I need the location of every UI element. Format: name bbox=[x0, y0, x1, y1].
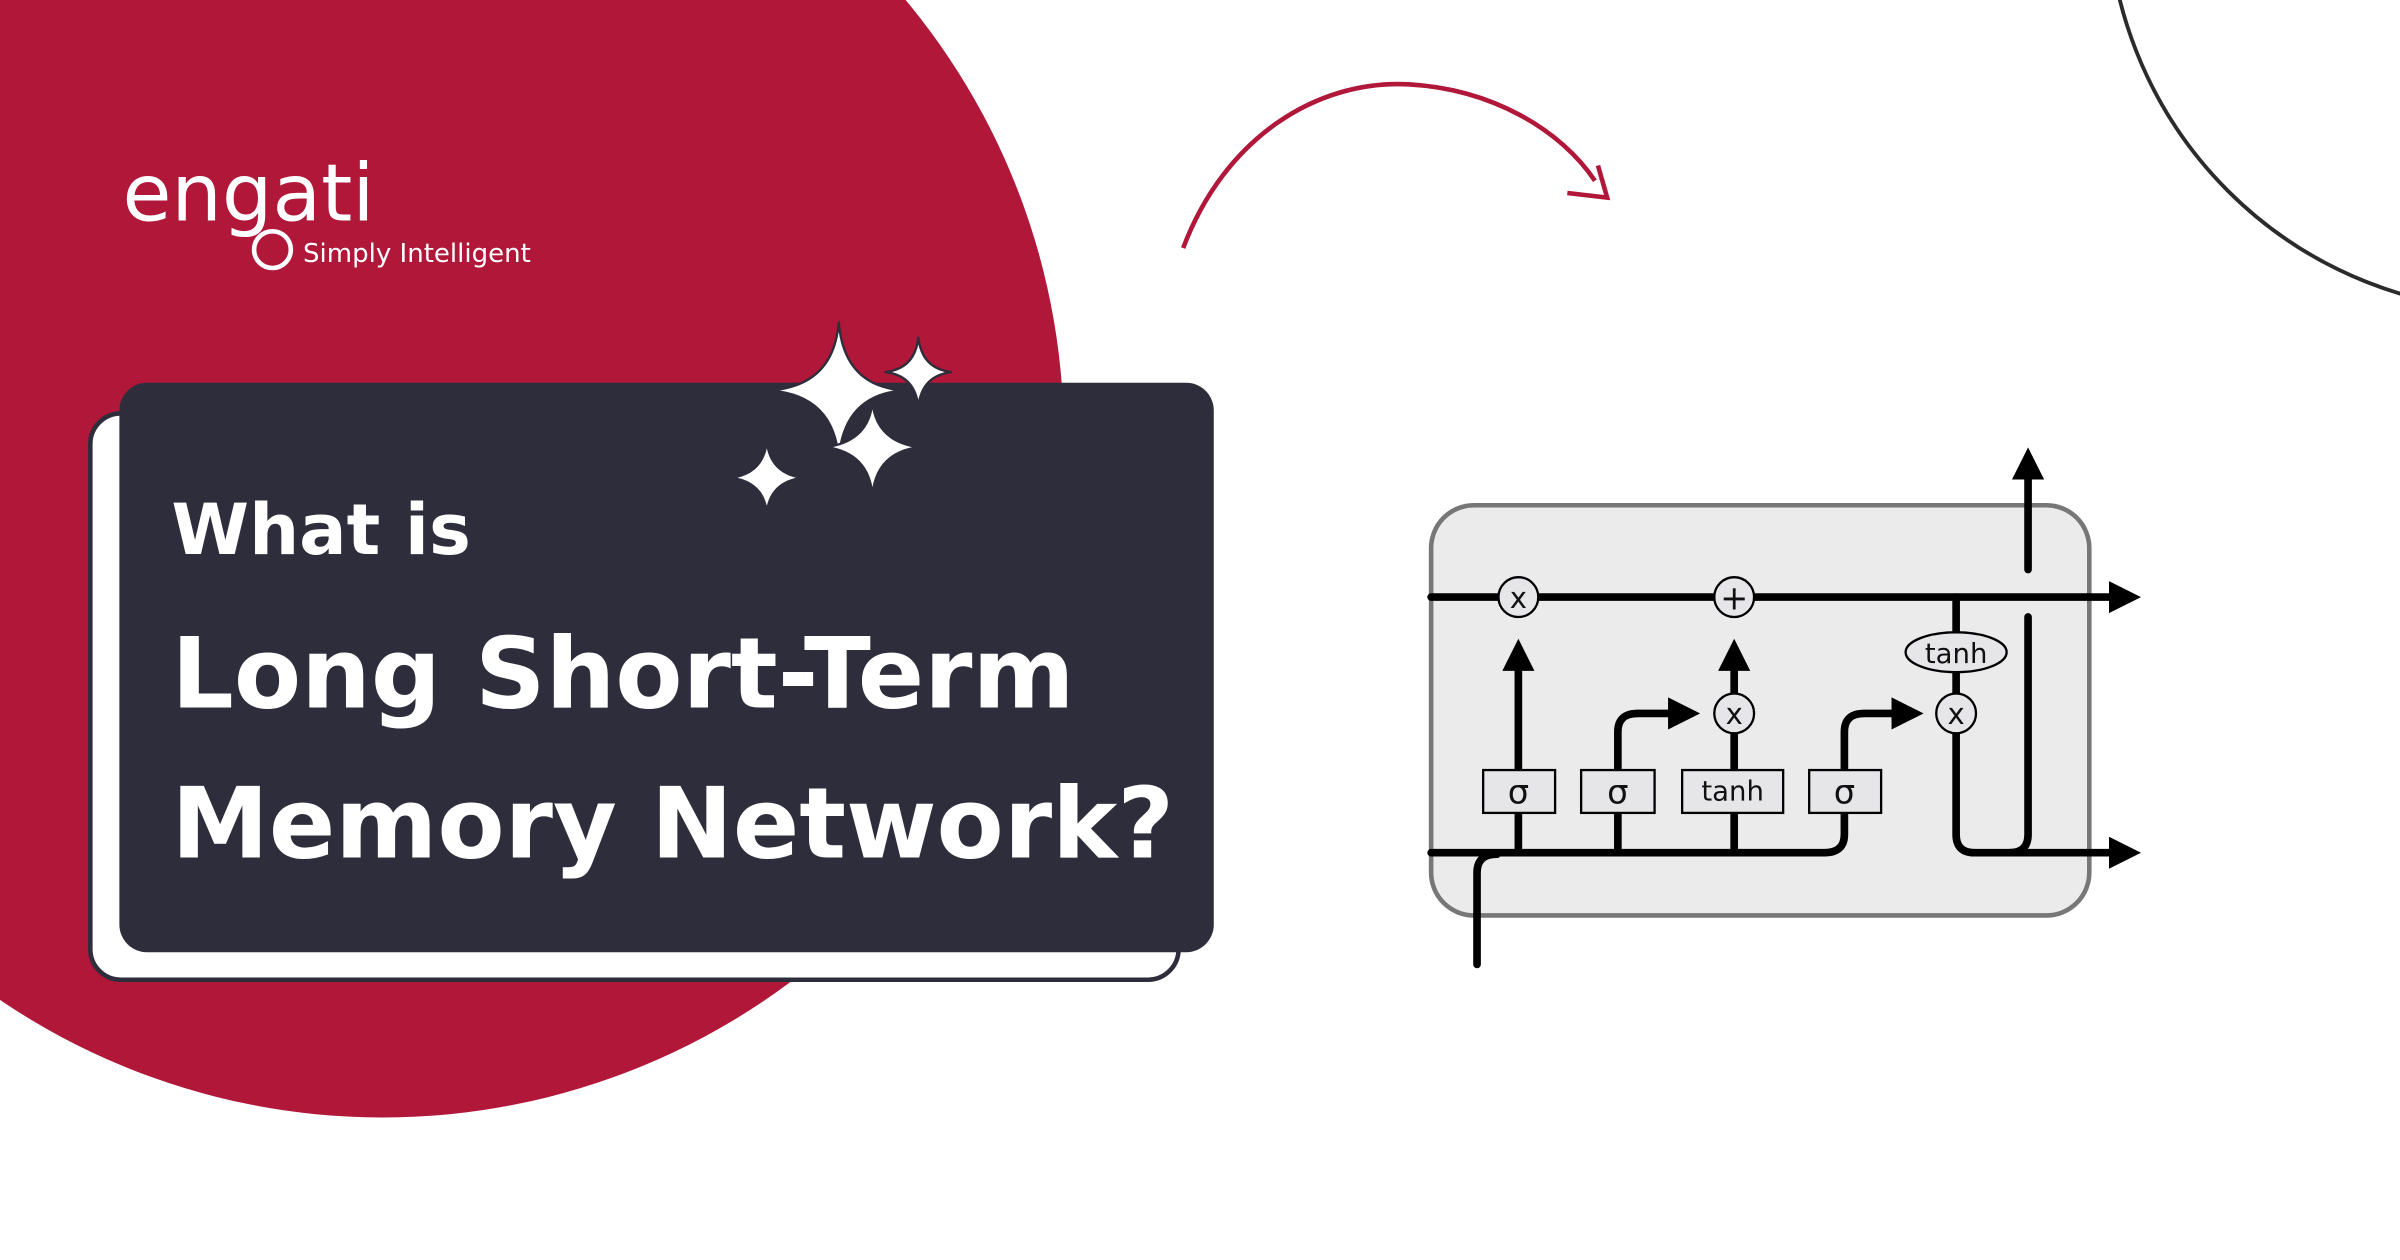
cell-tanh-op bbox=[1904, 631, 2008, 674]
logo-wordmark: engati bbox=[122, 147, 374, 240]
output-multiply-op bbox=[1935, 692, 1978, 735]
input-line bbox=[1473, 850, 1501, 969]
gate-label: σ bbox=[1508, 773, 1529, 812]
candidate-gate-box bbox=[1680, 768, 1785, 815]
sparkle-icons bbox=[731, 321, 953, 514]
decorative-arc bbox=[2118, 0, 2400, 296]
input-gate-box bbox=[1579, 768, 1656, 815]
op-label: x bbox=[1726, 697, 1743, 731]
engati-logo: engati Simply Intelligent bbox=[122, 147, 531, 271]
gate-label: tanh bbox=[1701, 776, 1764, 808]
headline-card bbox=[119, 382, 1214, 953]
op-label: x bbox=[1948, 697, 1965, 731]
tanh-label: tanh bbox=[1925, 638, 1988, 670]
headline-line-3: Memory Network? bbox=[171, 767, 1174, 881]
curved-arrow-icon bbox=[1181, 81, 1611, 249]
headline-line-1: What is bbox=[171, 489, 470, 571]
forget-gate-box bbox=[1482, 768, 1557, 815]
gate-label: σ bbox=[1607, 773, 1628, 812]
logo-tagline: Simply Intelligent bbox=[303, 239, 531, 269]
gate-label: σ bbox=[1834, 773, 1855, 812]
hidden-input-line bbox=[1427, 809, 1849, 857]
op-label: x bbox=[1510, 581, 1527, 615]
sparkle-icon bbox=[731, 440, 803, 514]
output-gate-box bbox=[1808, 768, 1883, 815]
op-label: + bbox=[1720, 578, 1748, 617]
cell-add-op bbox=[1713, 576, 1756, 619]
sparkle-icon bbox=[826, 401, 919, 497]
lstm-cell-diagram: x + x x tanh σ σ tanh σ bbox=[1427, 447, 2142, 969]
input-multiply-op bbox=[1713, 692, 1756, 735]
sparkle-icon bbox=[884, 336, 953, 408]
headline-line-2: Long Short-Term bbox=[171, 617, 1074, 731]
sparkle-icon bbox=[769, 321, 904, 460]
forget-multiply-op bbox=[1497, 576, 1540, 619]
